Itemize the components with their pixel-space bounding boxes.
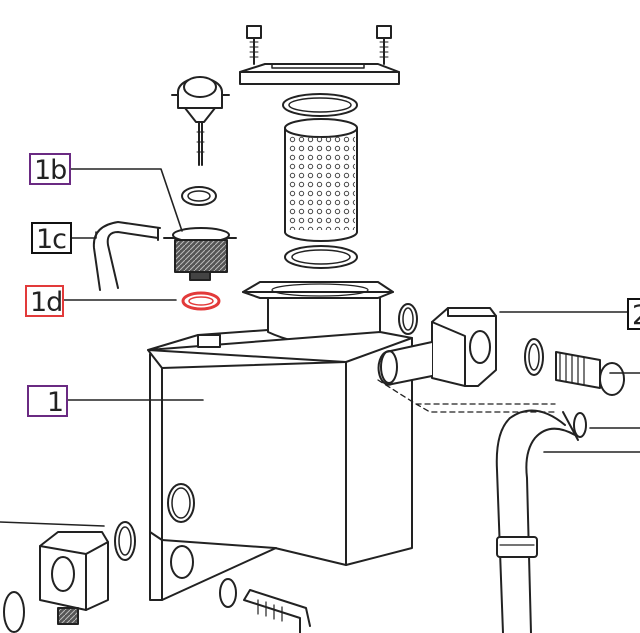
o-ring-1d [181,291,221,311]
elbow-seal [573,412,587,438]
callout-2: 2 [627,298,640,331]
bent-tube [92,221,161,291]
cover-bolt-right [376,25,392,65]
callout-1-label: 1 [46,387,64,418]
tank-filler-neck [242,281,394,345]
union-block [377,307,556,413]
callout-1c-label: 1c [36,224,67,255]
callout-1b: 1b [29,153,71,186]
filter-gasket [284,245,358,269]
top-cover-plate [239,63,400,85]
square-union-block [39,531,109,625]
callout-1d-label: 1d [30,287,63,318]
callout-1d: 1d [25,285,64,318]
banjo-bolt [555,351,625,396]
callout-1: 1 [27,385,68,418]
callout-2-label: 2 [632,300,640,331]
corner-seal [3,591,25,633]
hydraulic-tank [147,329,413,601]
left-seal [114,521,136,561]
leader-lines [0,168,640,527]
filter-element [284,118,358,242]
callout-1c: 1c [31,222,72,255]
filler-strainer [163,227,237,281]
bolt-washer [219,578,237,608]
side-seal [398,303,418,335]
elbow-hose [495,409,579,633]
cover-gasket [282,93,358,117]
drain-bolt [243,589,311,633]
cover-bolt-left [246,25,262,65]
callout-1b-label: 1b [34,155,67,186]
breather-cap [171,76,230,166]
cap-seal [181,186,217,206]
banjo-seal [524,338,544,376]
